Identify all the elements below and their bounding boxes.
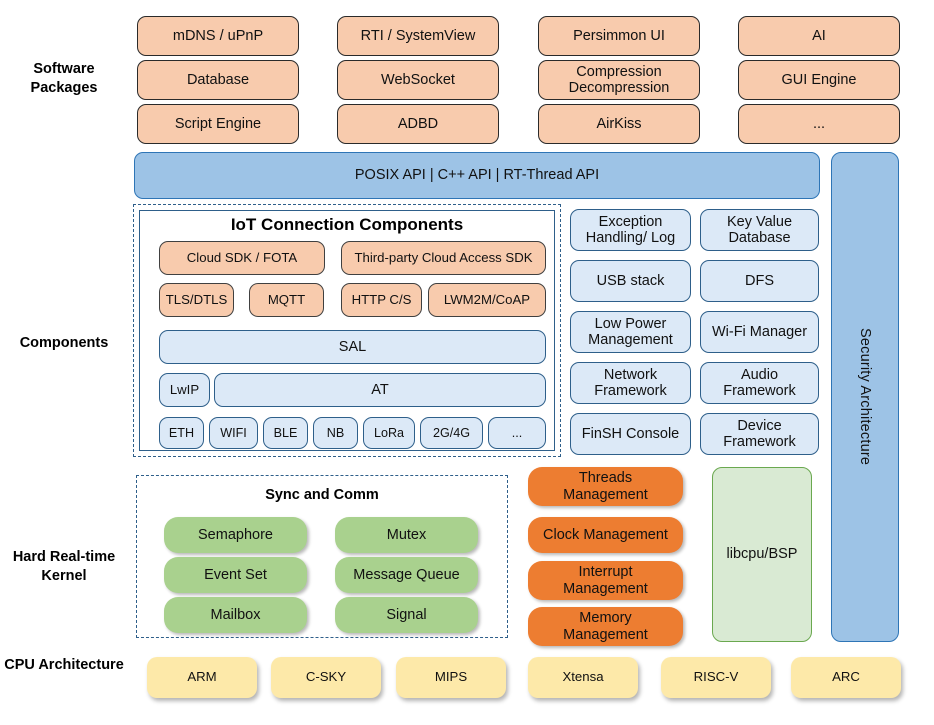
- iot-link-box[interactable]: LoRa: [363, 417, 415, 449]
- package-box[interactable]: AirKiss: [538, 104, 700, 144]
- kernel-comm-box[interactable]: Signal: [335, 597, 478, 633]
- iot-protocol-box[interactable]: HTTP C/S: [341, 283, 422, 317]
- component-box[interactable]: FinSH Console: [570, 413, 691, 455]
- security-architecture-label: Security Architecture: [857, 328, 873, 466]
- iot-dashed-container: [133, 204, 561, 457]
- package-box[interactable]: Persimmon UI: [538, 16, 700, 56]
- kernel-comm-box[interactable]: Message Queue: [335, 557, 478, 593]
- iot-protocol-box[interactable]: TLS/DTLS: [159, 283, 234, 317]
- kernel-management-box[interactable]: Threads Management: [528, 467, 683, 506]
- iot-link-box[interactable]: ...: [488, 417, 546, 449]
- component-box[interactable]: Exception Handling/ Log: [570, 209, 691, 251]
- package-box[interactable]: Script Engine: [137, 104, 299, 144]
- package-box[interactable]: mDNS / uPnP: [137, 16, 299, 56]
- component-box[interactable]: Wi-Fi Manager: [700, 311, 819, 353]
- row-label-software-packages: Software Packages: [30, 61, 98, 96]
- iot-lwip-box[interactable]: LwIP: [159, 373, 210, 407]
- kernel-management-box[interactable]: Memory Management: [528, 607, 683, 646]
- iot-sal-box[interactable]: SAL: [159, 330, 546, 364]
- package-box[interactable]: AI: [738, 16, 900, 56]
- component-box[interactable]: DFS: [700, 260, 819, 302]
- component-box[interactable]: Key Value Database: [700, 209, 819, 251]
- row-label-cpu-architecture: CPU Architecture: [4, 657, 124, 673]
- sync-and-comm-container: [136, 475, 508, 638]
- iot-cloud-sdk-box[interactable]: Cloud SDK / FOTA: [159, 241, 325, 275]
- iot-protocol-box[interactable]: MQTT: [249, 283, 324, 317]
- iot-link-box[interactable]: WIFI: [209, 417, 258, 449]
- row-label-components: Components: [19, 335, 109, 351]
- security-architecture-bar[interactable]: Security Architecture: [831, 152, 899, 642]
- iot-link-box[interactable]: ETH: [159, 417, 204, 449]
- libcpu-bsp-box[interactable]: libcpu/BSP: [712, 467, 812, 642]
- iot-link-box[interactable]: BLE: [263, 417, 308, 449]
- cpu-arch-box[interactable]: Xtensa: [528, 657, 638, 698]
- package-box[interactable]: RTI / SystemView: [337, 16, 499, 56]
- kernel-sync-box[interactable]: Mailbox: [164, 597, 307, 633]
- package-box[interactable]: WebSocket: [337, 60, 499, 100]
- kernel-sync-box[interactable]: Semaphore: [164, 517, 307, 553]
- iot-protocol-box[interactable]: LWM2M/CoAP: [428, 283, 546, 317]
- cpu-arch-box[interactable]: ARC: [791, 657, 901, 698]
- package-box[interactable]: ...: [738, 104, 900, 144]
- iot-at-box[interactable]: AT: [214, 373, 546, 407]
- cpu-arch-box[interactable]: C-SKY: [271, 657, 381, 698]
- cpu-arch-box[interactable]: ARM: [147, 657, 257, 698]
- component-box[interactable]: USB stack: [570, 260, 691, 302]
- iot-link-box[interactable]: NB: [313, 417, 358, 449]
- package-box[interactable]: Database: [137, 60, 299, 100]
- kernel-comm-box[interactable]: Mutex: [335, 517, 478, 553]
- package-box[interactable]: ADBD: [337, 104, 499, 144]
- component-box[interactable]: Low Power Management: [570, 311, 691, 353]
- row-label-kernel: Hard Real-time Kernel: [12, 549, 116, 584]
- iot-link-box[interactable]: 2G/4G: [420, 417, 483, 449]
- api-bar[interactable]: POSIX API | C++ API | RT-Thread API: [134, 152, 820, 199]
- component-box[interactable]: Audio Framework: [700, 362, 819, 404]
- component-box[interactable]: Network Framework: [570, 362, 691, 404]
- sync-and-comm-title: Sync and Comm: [265, 487, 379, 503]
- kernel-sync-box[interactable]: Event Set: [164, 557, 307, 593]
- package-box[interactable]: Compression Decompression: [538, 60, 700, 100]
- kernel-management-box[interactable]: Interrupt Management: [528, 561, 683, 600]
- component-box[interactable]: Device Framework: [700, 413, 819, 455]
- package-box[interactable]: GUI Engine: [738, 60, 900, 100]
- cpu-arch-box[interactable]: RISC-V: [661, 657, 771, 698]
- iot-group-box: [139, 210, 555, 451]
- iot-title: IoT Connection Components: [230, 215, 464, 234]
- iot-third-party-sdk-box[interactable]: Third-party Cloud Access SDK: [341, 241, 546, 275]
- kernel-management-box[interactable]: Clock Management: [528, 517, 683, 553]
- cpu-arch-box[interactable]: MIPS: [396, 657, 506, 698]
